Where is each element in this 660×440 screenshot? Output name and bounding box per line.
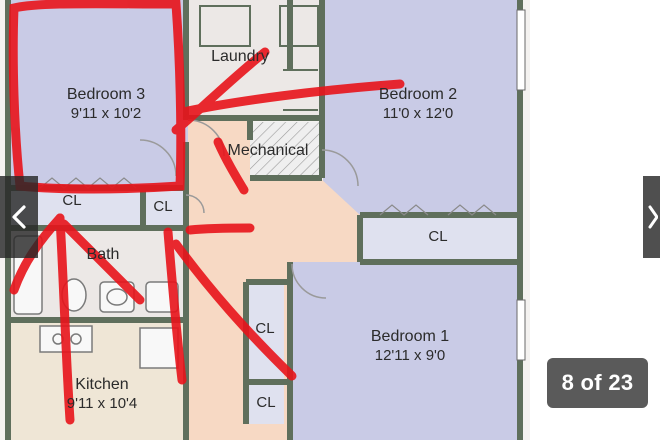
closet-label: CL	[255, 320, 275, 337]
bedroom-2-area	[323, 0, 520, 215]
closet-label: CL	[428, 228, 448, 245]
closet-hall-bottom	[246, 384, 284, 424]
room-dimensions: 11'0 x 12'0	[382, 104, 454, 122]
mechanical-hatch	[250, 122, 320, 178]
room-name: Bedroom 2	[378, 86, 458, 103]
room-dimensions: 9'11 x 10'4	[66, 394, 138, 412]
bedroom-1-area	[290, 262, 520, 440]
room-name: Kitchen	[75, 376, 129, 393]
mechanical-label: Mechanical	[227, 142, 309, 159]
kitchen-label: Kitchen 9'11 x 10'4	[67, 376, 138, 413]
bedroom-2-label: Bedroom 2 11'0 x 12'0	[379, 86, 457, 123]
chevron-right-icon	[648, 205, 658, 229]
closet-hall-upper	[143, 188, 183, 228]
previous-image-button[interactable]	[0, 176, 38, 258]
windows	[516, 9, 526, 361]
room-name: Bedroom 3	[66, 86, 146, 103]
bedroom-1-label: Bedroom 1 12'11 x 9'0	[371, 328, 449, 365]
room-dimensions: 12'11 x 9'0	[374, 346, 446, 364]
room-dimensions: 9'11 x 10'2	[70, 104, 142, 122]
bedroom-3-area	[8, 0, 188, 188]
bath-label: Bath	[86, 246, 120, 263]
closet-label: CL	[256, 394, 276, 411]
wall-outlines	[199, 5, 319, 111]
image-counter-badge: 8 of 23	[547, 358, 648, 408]
next-image-button[interactable]	[643, 176, 660, 258]
bedroom-3-label: Bedroom 3 9'11 x 10'2	[67, 86, 145, 123]
closet-bedroom-2	[360, 215, 520, 261]
room-name: Bedroom 1	[370, 328, 450, 345]
chevron-left-icon	[12, 205, 26, 229]
kitchen-fixtures	[39, 325, 179, 369]
laundry-label: Laundry	[211, 48, 269, 65]
closet-label: CL	[62, 192, 82, 209]
floor-plan-image	[0, 0, 530, 440]
closet-label: CL	[153, 198, 173, 215]
red-annotation-strokes	[8, 0, 405, 425]
